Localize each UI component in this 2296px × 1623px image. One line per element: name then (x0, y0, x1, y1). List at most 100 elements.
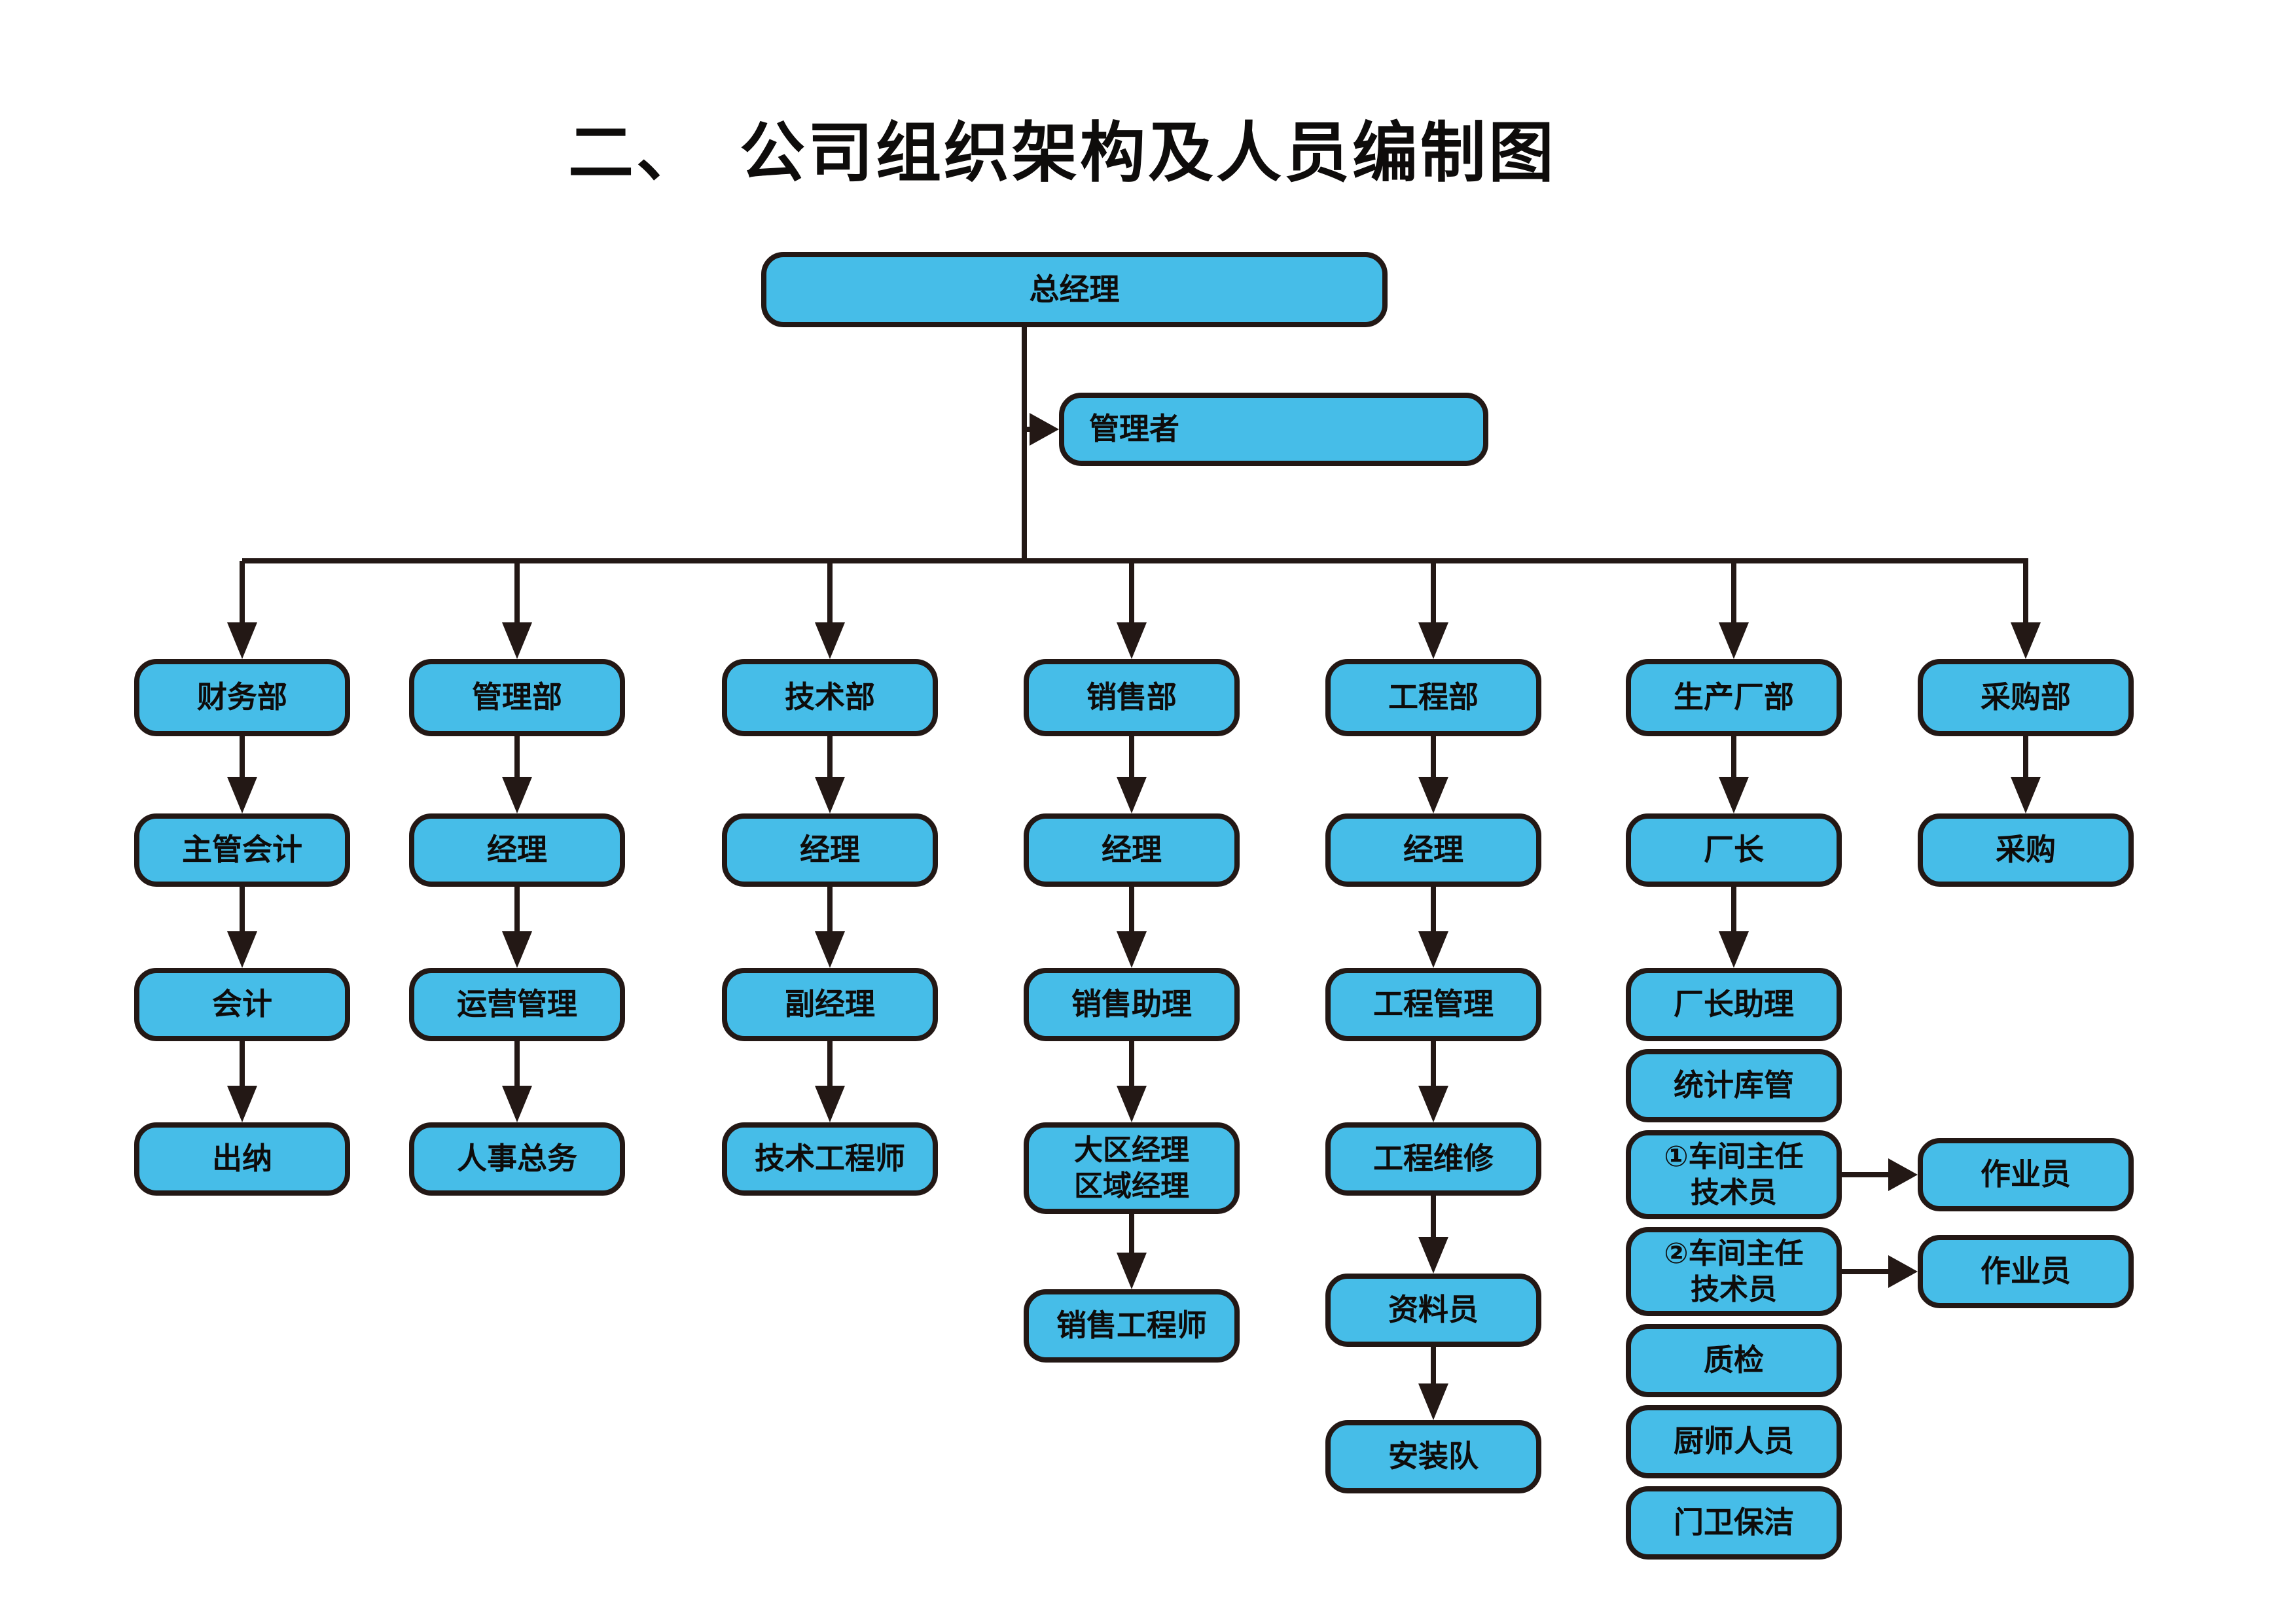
node-cashier: 出纳 (134, 1122, 350, 1196)
node-manager: 管理者 (1059, 393, 1488, 466)
node-deputy-manager: 副经理 (722, 968, 938, 1041)
arrowhead-down-icon (815, 931, 845, 968)
connector-line (1731, 885, 1736, 935)
connector-line (827, 1040, 833, 1090)
node-regional-manager: 大区经理 区域经理 (1024, 1122, 1240, 1214)
node-operator-2: 作业员 (1918, 1235, 2134, 1308)
node-tech-dept: 技术部 (722, 659, 938, 736)
connector-line (2023, 561, 2028, 626)
connector-line (514, 561, 520, 626)
arrowhead-down-icon (1418, 1383, 1448, 1420)
node-sales-dept: 销售部 (1024, 659, 1240, 736)
arrowhead-down-icon (1117, 1253, 1147, 1289)
connector-line (827, 885, 833, 935)
arrowhead-down-icon (502, 777, 532, 813)
node-sales-assistant: 销售助理 (1024, 968, 1240, 1041)
node-installation-team: 安装队 (1325, 1420, 1541, 1493)
node-chief-accountant: 主管会计 (134, 813, 350, 887)
connector-line (1431, 561, 1436, 626)
arrowhead-down-icon (2011, 622, 2041, 659)
arrowhead-down-icon (1117, 777, 1147, 813)
arrowhead-down-icon (1719, 622, 1749, 659)
node-purchasing: 采购 (1918, 813, 2134, 887)
arrowhead-down-icon (1719, 777, 1749, 813)
arrowhead-down-icon (502, 1086, 532, 1122)
connector-line (1431, 1040, 1436, 1090)
node-security-cleaning: 门卫保洁 (1626, 1486, 1842, 1560)
connector-line (1024, 427, 1033, 432)
connector-line (827, 561, 833, 626)
node-admin-dept: 管理部 (409, 659, 625, 736)
arrowhead-down-icon (227, 777, 257, 813)
node-purchasing-dept: 采购部 (1918, 659, 2134, 736)
arrowhead-down-icon (815, 777, 845, 813)
arrowhead-down-icon (227, 622, 257, 659)
arrowhead-right-icon (1030, 413, 1059, 446)
node-tech-engineer: 技术工程师 (722, 1122, 938, 1196)
node-tech-manager: 经理 (722, 813, 938, 887)
arrowhead-down-icon (227, 931, 257, 968)
arrowhead-right-icon (1888, 1255, 1918, 1288)
node-document-clerk: 资料员 (1325, 1274, 1541, 1347)
connector-line (1431, 735, 1436, 781)
arrowhead-down-icon (502, 622, 532, 659)
node-admin-manager: 经理 (409, 813, 625, 887)
node-workshop-1: ①车间主任 技术员 (1626, 1130, 1842, 1219)
connector-line (240, 735, 245, 781)
node-finance-dept: 财务部 (134, 659, 350, 736)
arrowhead-down-icon (815, 622, 845, 659)
arrowhead-down-icon (502, 931, 532, 968)
connector-line (1129, 1213, 1134, 1257)
node-quality-inspection: 质检 (1626, 1324, 1842, 1397)
arrowhead-down-icon (1719, 931, 1749, 968)
connector-line (1731, 735, 1736, 781)
connector-line (1129, 561, 1134, 626)
node-accountant: 会计 (134, 968, 350, 1041)
node-sales-engineer: 销售工程师 (1024, 1289, 1240, 1363)
arrowhead-down-icon (1418, 777, 1448, 813)
connector-line (242, 558, 2028, 563)
connector-line (1840, 1269, 1892, 1274)
node-engineering-mgmt: 工程管理 (1325, 968, 1541, 1041)
arrowhead-down-icon (2011, 777, 2041, 813)
node-production-dept: 生产厂部 (1626, 659, 1842, 736)
connector-line (1129, 1040, 1134, 1090)
arrowhead-down-icon (1418, 1086, 1448, 1122)
connector-line (240, 561, 245, 626)
connector-line (1431, 885, 1436, 935)
arrowhead-down-icon (1117, 1086, 1147, 1122)
arrowhead-down-icon (1418, 622, 1448, 659)
page-title: 二、 公司组织架构及人员编制图 (568, 115, 1556, 191)
connector-line (240, 1040, 245, 1090)
connector-line (1431, 1346, 1436, 1387)
connector-line (1129, 885, 1134, 935)
connector-line (1840, 1172, 1892, 1177)
node-engineering-maintenance: 工程维修 (1325, 1122, 1541, 1196)
arrowhead-down-icon (815, 1086, 845, 1122)
arrowhead-down-icon (1418, 931, 1448, 968)
connector-line (2023, 735, 2028, 781)
node-sales-manager: 经理 (1024, 813, 1240, 887)
connector-line (1129, 735, 1134, 781)
node-stats-warehouse: 统计库管 (1626, 1049, 1842, 1122)
node-workshop-2: ②车间主任 技术员 (1626, 1227, 1842, 1316)
node-kitchen-staff: 厨师人员 (1626, 1405, 1842, 1478)
arrowhead-down-icon (227, 1086, 257, 1122)
node-factory-director: 厂长 (1626, 813, 1842, 887)
node-director-assistant: 厂长助理 (1626, 968, 1842, 1041)
arrowhead-right-icon (1888, 1158, 1918, 1191)
arrowhead-down-icon (1117, 622, 1147, 659)
connector-line (1431, 1194, 1436, 1241)
connector-line (514, 885, 520, 935)
node-operator-1: 作业员 (1918, 1138, 2134, 1211)
connector-line (514, 735, 520, 781)
node-general-manager: 总经理 (761, 252, 1388, 327)
connector-line (827, 735, 833, 781)
node-engineering-manager: 经理 (1325, 813, 1541, 887)
arrowhead-down-icon (1418, 1237, 1448, 1274)
node-hr-general-affairs: 人事总务 (409, 1122, 625, 1196)
connector-line (240, 885, 245, 935)
arrowhead-down-icon (1117, 931, 1147, 968)
connector-line (1731, 561, 1736, 626)
